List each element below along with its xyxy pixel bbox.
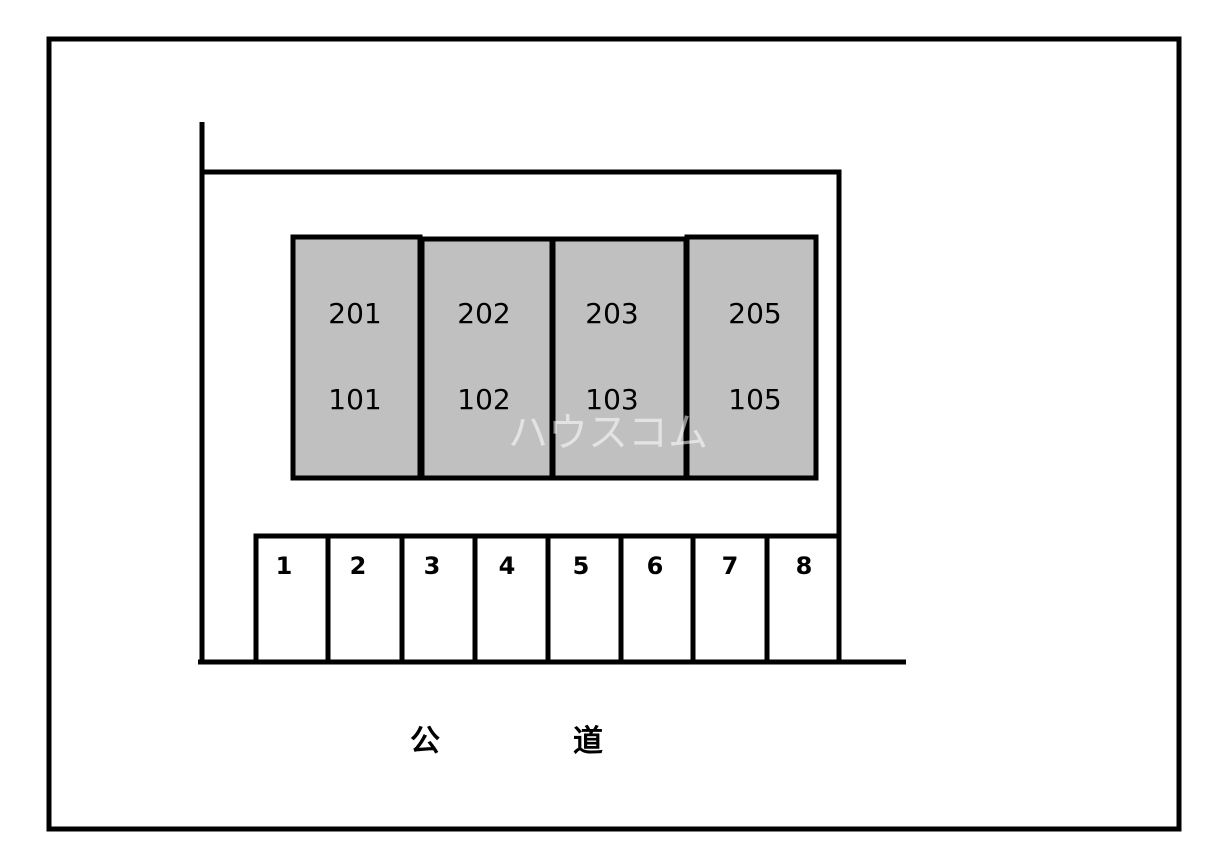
- room-201-label: 201: [328, 297, 381, 330]
- lot-boundary: [199, 122, 842, 662]
- building: 201 101 202 102 203 103 205 105: [290, 234, 819, 481]
- parking-slot-8-label: 8: [796, 552, 813, 580]
- parking-slot-5-label: 5: [573, 552, 590, 580]
- outer-frame: [46, 36, 1182, 832]
- room-203-label: 203: [585, 297, 638, 330]
- watermark: ハウスコム: [508, 410, 708, 456]
- parking-slot-7-label: 7: [722, 552, 739, 580]
- parking-slot-2-label: 2: [350, 552, 367, 580]
- road-label-right: 道: [573, 724, 603, 759]
- parking-row: 1 2 3 4 5 6 7 8: [253, 533, 842, 665]
- building-unit-1: [290, 234, 423, 481]
- parking-slot-8: [764, 533, 842, 665]
- room-103-label: 103: [585, 383, 638, 416]
- building-unit-4: [684, 234, 819, 481]
- parking-slot-3-label: 3: [424, 552, 441, 580]
- room-101-label: 101: [328, 383, 381, 416]
- building-unit-2: [419, 236, 555, 481]
- room-105-label: 105: [728, 383, 781, 416]
- room-205-label: 205: [728, 297, 781, 330]
- room-102-label: 102: [457, 383, 510, 416]
- parking-slot-6-label: 6: [647, 552, 664, 580]
- room-202-label: 202: [457, 297, 510, 330]
- parking-slot-1-label: 1: [276, 552, 293, 580]
- parking-slot-4-label: 4: [499, 552, 516, 580]
- road-label-left: 公: [410, 724, 440, 759]
